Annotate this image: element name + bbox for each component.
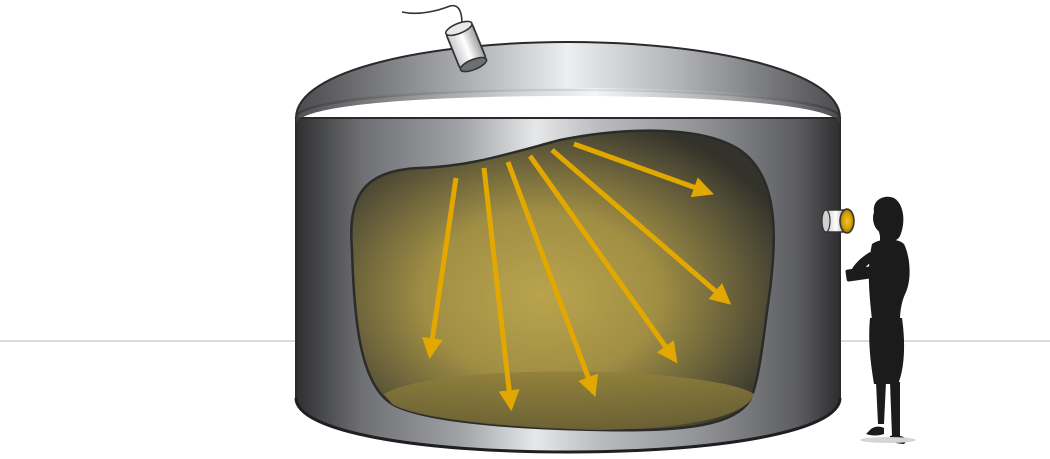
tank-roof <box>296 42 840 118</box>
person-silhouette-icon <box>845 197 916 444</box>
storage-tank <box>296 42 840 452</box>
side-sensor-icon <box>822 209 854 233</box>
sensor-cable <box>402 6 462 24</box>
